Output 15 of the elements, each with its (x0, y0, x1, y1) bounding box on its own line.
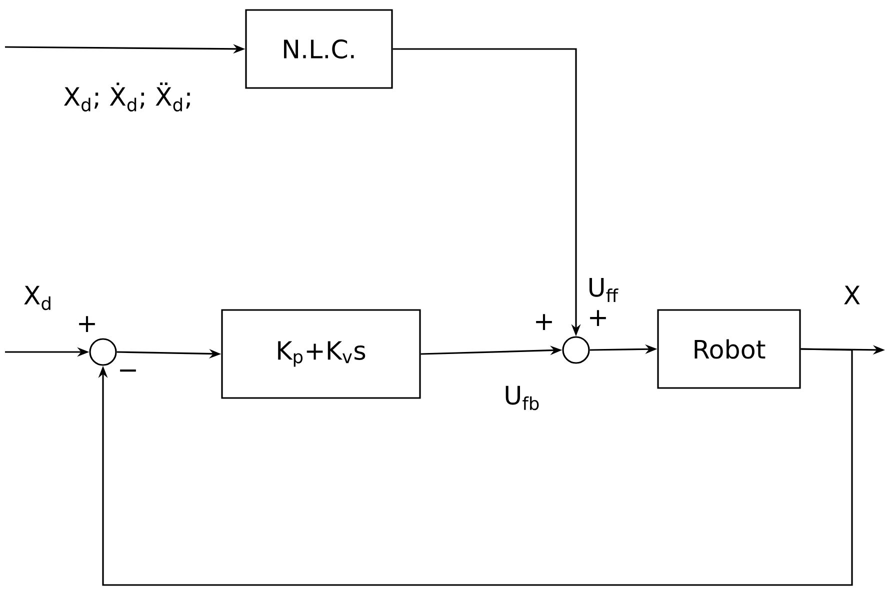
summing-junction (562, 336, 590, 364)
signal-label: X$_{d}$ (24, 286, 50, 310)
summing-junction (89, 338, 117, 366)
signal-label: X$_{d}$; Ẋ$_{d}$; Ẍ$_{d}$; (64, 82, 190, 112)
block-box: K$_{p}$+K$_{v}$s (221, 309, 421, 399)
signal-label: X (844, 286, 860, 304)
signal-label: U$_{ff}$ (590, 278, 618, 302)
signal-label: U$_{fb}$ (506, 386, 539, 410)
sign-label: + (590, 310, 606, 326)
block-box: Robot (657, 309, 801, 389)
sign-label: + (79, 316, 95, 332)
sign-label: + (536, 314, 552, 330)
arrow (98, 348, 853, 586)
sign-label: − (120, 370, 136, 372)
block-box: N.L.C. (245, 9, 393, 89)
